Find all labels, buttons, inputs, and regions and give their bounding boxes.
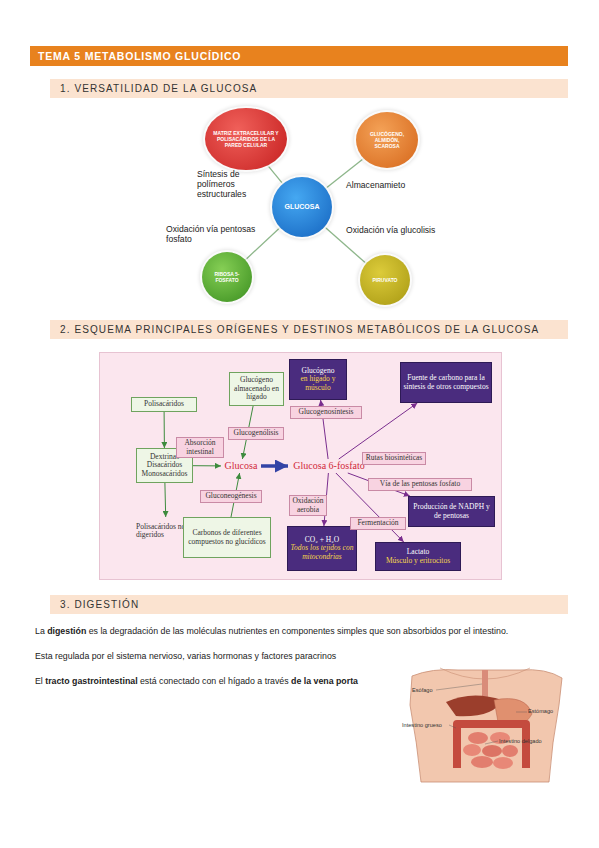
metabolite-label: Glucosa 6-fosfato <box>288 459 370 473</box>
body-text: Esta regulada por el sistema nervioso, v… <box>35 651 336 661</box>
edge-label: Rutas biosintéticas <box>362 452 426 465</box>
paragraph: Eltracto gastrointestinalestá conectado … <box>35 676 400 687</box>
node-text: GLUCOSA <box>285 203 320 211</box>
edge-label: Vía de las pentosas fosfato <box>368 478 472 491</box>
body-text: está conectado con el hígado a través <box>140 676 289 686</box>
node-text: Todos los tejidos con mitocondrias <box>290 544 354 561</box>
node-text: GLUCÓGENO, ALMIDÓN, SCAROSA <box>362 131 412 149</box>
node-text: Glucosa 6-fosfato <box>293 460 364 472</box>
node-text: en hígado y músculo <box>292 375 344 392</box>
category-circle: MATRIZ EXTRACELULAR Y POLISACÁRIDOS DE L… <box>205 108 287 170</box>
node-text: Polisacáridos <box>144 400 184 409</box>
paragraph: Esta regulada por el sistema nervioso, v… <box>35 651 580 662</box>
source-box: Glucógeno almacenado en hígado <box>229 372 284 406</box>
node-text: RIBOSA 5-FOSFATO <box>208 271 246 283</box>
node-text: Lactato <box>407 548 430 557</box>
edge-label: Fermentación <box>350 517 406 530</box>
node-text: PIRUVATO <box>372 277 397 283</box>
edge-label: Absorción intestinal <box>176 437 224 458</box>
connector-arrow <box>164 412 165 448</box>
source-box: Polisacáridos <box>131 397 197 412</box>
section-heading: 2. ESQUEMA PRINCIPALES ORÍGENES Y DESTIN… <box>50 320 568 339</box>
bold-text: tracto gastrointestinal <box>45 676 137 686</box>
anatomy-label: Esófago <box>412 687 433 694</box>
body-text: La <box>35 626 45 636</box>
category-circle: PIRUVATO <box>360 255 410 305</box>
node-text: Glucógeno almacenado en hígado <box>232 376 281 402</box>
destination-box: CO₂ + H₂OTodos los tejidos con mitocondr… <box>287 526 357 571</box>
edge-label: Oxidación vía glucolisis <box>346 225 466 235</box>
section-heading: 3. DIGESTIÓN <box>50 595 568 614</box>
destination-box: Producción de NADPH y de pentosas <box>408 496 495 527</box>
metabolite-label: Glucosa <box>221 459 261 473</box>
node-text: Carbonos de diferentes compuestos no glu… <box>186 529 268 546</box>
destination-box: Fuente de carbono para la síntesis de ot… <box>400 362 492 403</box>
node-text: Fuente de carbono para la síntesis de ot… <box>403 374 489 391</box>
bold-text: de la vena porta <box>291 676 358 686</box>
node-text: Músculo y eritrocitos <box>386 557 450 566</box>
edge-label: Gluconeogénesis <box>200 490 262 503</box>
anatomy-label: Estómago <box>528 708 553 715</box>
edge-label: Glucogenosíntesis <box>290 406 362 419</box>
title-bar: TEMA 5 METABOLISMO GLUCÍDICO <box>30 46 568 66</box>
edge-label: Oxidación aerobia <box>289 495 327 516</box>
node-text: Glucosa <box>225 460 258 472</box>
paragraph: Ladigestiónes la degradación de las molé… <box>35 626 580 637</box>
section-heading: 1. VERSATILIDAD DE LA GLUCOSA <box>50 79 568 98</box>
connector-line <box>268 165 283 184</box>
body-text: es la degradación de las moléculas nutri… <box>89 626 509 636</box>
anatomy-label: Intestino grueso <box>402 722 442 729</box>
category-circle: GLUCÓGENO, ALMIDÓN, SCAROSA <box>356 112 418 168</box>
edge-label: Síntesis de polímeros estructurales <box>197 169 265 199</box>
node-text: MATRIZ EXTRACELULAR Y POLISACÁRIDOS DE L… <box>211 130 281 148</box>
connector-arrow <box>261 464 288 468</box>
destination-box: Glucógenoen hígado y músculo <box>289 359 347 400</box>
source-box: Carbonos de diferentes compuestos no glu… <box>183 517 271 558</box>
anatomy-label: Intestino delgado <box>499 738 542 745</box>
connector-arrow <box>193 465 221 466</box>
edge-label: Almacenamieto <box>346 180 426 190</box>
central-circle: GLUCOSA <box>272 177 332 237</box>
connector-arrow <box>164 483 166 517</box>
body-text: El <box>35 676 43 686</box>
category-circle: RIBOSA 5-FOSFATO <box>202 252 252 302</box>
edge-label: Oxidación vía pentosas fosfato <box>166 224 268 244</box>
node-text: Glucógeno <box>302 367 335 376</box>
edge-label: Glucogenólisis <box>228 427 284 440</box>
destination-box: LactatoMúsculo y eritrocitos <box>375 542 461 571</box>
node-text: CO₂ + H₂O <box>305 536 339 545</box>
node-text: Producción de NADPH y de pentosas <box>411 503 492 520</box>
bold-text: digestión <box>47 626 86 636</box>
